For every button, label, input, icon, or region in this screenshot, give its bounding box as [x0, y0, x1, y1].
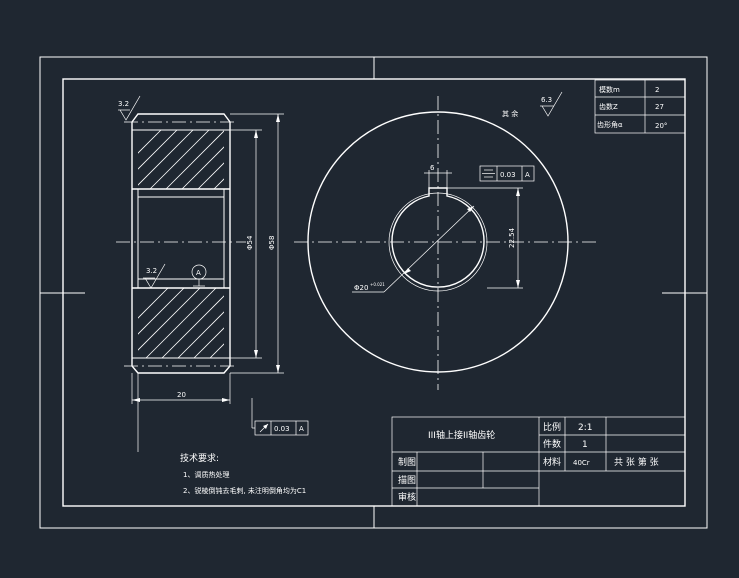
- runout-tolerance-frame: 0.03 A: [251, 398, 309, 436]
- svg-text:制图: 制图: [398, 456, 416, 468]
- inner-frame: [62, 78, 686, 507]
- dim-d-outer: Φ58: [268, 236, 276, 250]
- roughness-mid-left: 3.2: [143, 263, 166, 289]
- svg-text:3.2: 3.2: [118, 100, 129, 108]
- dim-width: 20: [177, 391, 186, 399]
- gear-parameter-table: 模数m 2 齿数Z 27 齿形角α 20°: [594, 79, 686, 134]
- roughness-other: 6.3: [540, 91, 563, 117]
- svg-text:共 张 第 张: 共 张 第 张: [614, 456, 659, 468]
- svg-text:审核: 审核: [398, 491, 416, 503]
- svg-text:技术要求:: 技术要求:: [180, 452, 219, 464]
- svg-text:A: A: [525, 171, 530, 179]
- svg-text:齿形角α: 齿形角α: [597, 120, 623, 129]
- svg-text:0.03: 0.03: [274, 425, 290, 433]
- svg-text:材料: 材料: [543, 456, 561, 468]
- datum-a-marker: A: [191, 264, 207, 287]
- svg-text:齿数Z: 齿数Z: [599, 102, 618, 111]
- svg-text:1: 1: [582, 440, 588, 450]
- svg-text:描图: 描图: [398, 474, 416, 486]
- technical-requirements: 技术要求: 1、调质热处理 2、锐棱倒钝去毛刺, 未注明倒角均为C1: [180, 452, 306, 495]
- dim-bore-tol: +0.021: [370, 282, 385, 287]
- svg-text:2:1: 2:1: [578, 423, 592, 433]
- symmetry-tolerance-frame: 0.03 A: [479, 165, 535, 182]
- front-view: Φ20 +0.021 6 22.54 0.03 A: [294, 96, 596, 390]
- title-block: III轴上接II轴齿轮 比例 2:1 件数 1 材料 40Cr 共 张 第 张 …: [391, 416, 686, 507]
- svg-text:2: 2: [655, 86, 659, 94]
- dim-key-depth: 22.54: [508, 227, 516, 248]
- svg-text:20°: 20°: [655, 122, 667, 130]
- svg-text:3.2: 3.2: [146, 267, 157, 275]
- dim-bore: Φ20: [354, 284, 368, 292]
- svg-text:27: 27: [655, 103, 664, 111]
- svg-text:1、调质热处理: 1、调质热处理: [183, 470, 229, 479]
- svg-text:模数m: 模数m: [599, 85, 620, 94]
- roughness-top-left: 3.2: [118, 95, 141, 121]
- drawing-title: III轴上接II轴齿轮: [428, 429, 495, 441]
- svg-text:件数: 件数: [543, 438, 561, 450]
- svg-text:40Cr: 40Cr: [573, 459, 590, 467]
- dim-key-width: 6: [430, 164, 435, 172]
- svg-text:比例: 比例: [543, 421, 561, 433]
- section-view: Φ54 Φ58 20 3.2 3.2: [116, 95, 309, 452]
- svg-text:A: A: [196, 269, 201, 277]
- svg-text:0.03: 0.03: [500, 171, 516, 179]
- svg-text:6.3: 6.3: [541, 96, 552, 104]
- dim-d-inner: Φ54: [246, 235, 254, 250]
- svg-text:2、锐棱倒钝去毛刺, 未注明倒角均为C1: 2、锐棱倒钝去毛刺, 未注明倒角均为C1: [183, 486, 306, 495]
- svg-text:A: A: [299, 425, 304, 433]
- remark-other: 其 余: [502, 109, 518, 118]
